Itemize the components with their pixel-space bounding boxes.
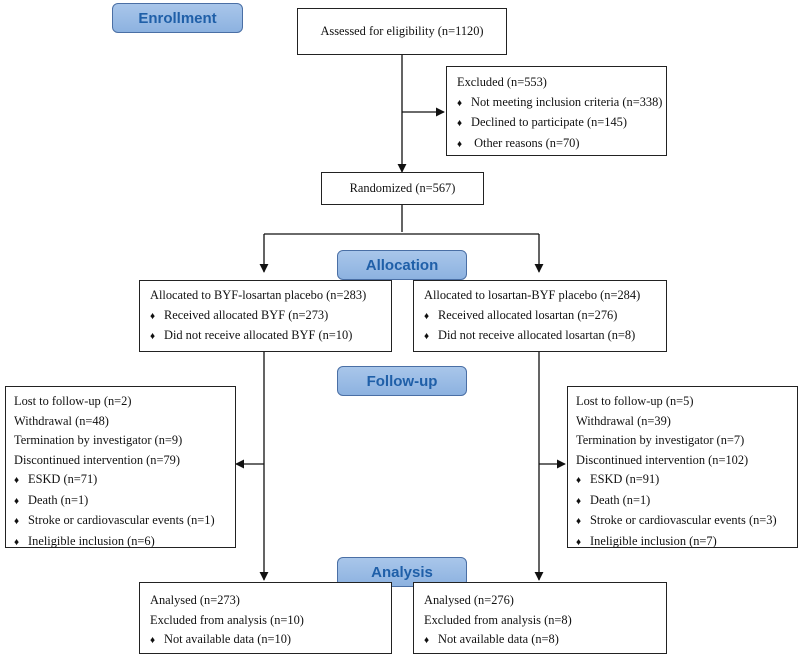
diamond-bullet-icon: ♦	[576, 536, 582, 548]
list-item: ♦Received allocated losartan (n=276)	[424, 306, 666, 327]
diamond-bullet-icon: ♦	[457, 138, 463, 150]
diamond-bullet-icon: ♦	[457, 97, 463, 109]
diamond-bullet-icon: ♦	[424, 331, 430, 342]
excluded-box: Excluded (n=553) ♦Not meeting inclusion …	[446, 66, 667, 156]
diamond-bullet-icon: ♦	[424, 635, 430, 646]
list-item: ♦Ineligible inclusion (n=6)	[14, 532, 235, 553]
list-item: ♦Did not receive allocated BYF (n=10)	[150, 326, 391, 347]
list-item: ♦ESKD (n=91)	[576, 470, 797, 491]
assessed-box: Assessed for eligibility (n=1120)	[297, 8, 507, 55]
list-item: ♦Not available data (n=8)	[424, 630, 666, 651]
diamond-bullet-icon: ♦	[150, 331, 156, 342]
analysis-right-box: Analysed (n=276) Excluded from analysis …	[413, 582, 667, 654]
randomized-box: Randomized (n=567)	[321, 172, 484, 205]
diamond-bullet-icon: ♦	[150, 310, 156, 322]
list-item: ♦Not available data (n=10)	[150, 630, 391, 651]
diamond-bullet-icon: ♦	[424, 310, 430, 322]
diamond-bullet-icon: ♦	[576, 475, 582, 486]
allocation-right-box: Allocated to losartan-BYF placebo (n=284…	[413, 280, 667, 352]
followup-right-box: Lost to follow-up (n=5) Withdrawal (n=39…	[567, 386, 798, 548]
allocation-right-title: Allocated to losartan-BYF placebo (n=284…	[424, 288, 641, 302]
list-item: ♦Received allocated BYF (n=273)	[150, 306, 391, 327]
allocation-left-box: Allocated to BYF-losartan placebo (n=283…	[139, 280, 392, 352]
list-item: ♦Death (n=1)	[14, 491, 235, 512]
diamond-bullet-icon: ♦	[576, 495, 582, 507]
list-item: ♦Did not receive allocated losartan (n=8…	[424, 326, 666, 347]
allocation-left-title: Allocated to BYF-losartan placebo (n=283…	[150, 288, 367, 302]
diamond-bullet-icon: ♦	[14, 495, 20, 507]
list-item: ♦Death (n=1)	[576, 491, 797, 512]
excluded-title: Excluded (n=553)	[457, 75, 547, 89]
diamond-bullet-icon: ♦	[14, 536, 20, 548]
diamond-bullet-icon: ♦	[14, 516, 20, 527]
diamond-bullet-icon: ♦	[457, 118, 463, 129]
diamond-bullet-icon: ♦	[576, 516, 582, 527]
stage-allocation: Allocation	[337, 250, 467, 280]
list-item: ♦Ineligible inclusion (n=7)	[576, 532, 797, 553]
list-item: ♦ Other reasons (n=70)	[457, 134, 666, 155]
list-item: ♦Stroke or cardiovascular events (n=3)	[576, 511, 797, 532]
followup-left-box: Lost to follow-up (n=2) Withdrawal (n=48…	[5, 386, 236, 548]
list-item: ♦ESKD (n=71)	[14, 470, 235, 491]
diamond-bullet-icon: ♦	[150, 635, 156, 646]
stage-enrollment: Enrollment	[112, 3, 243, 33]
list-item: ♦Not meeting inclusion criteria (n=338)	[457, 93, 666, 114]
list-item: ♦Stroke or cardiovascular events (n=1)	[14, 511, 235, 532]
analysis-left-box: Analysed (n=273) Excluded from analysis …	[139, 582, 392, 654]
list-item: ♦Declined to participate (n=145)	[457, 113, 666, 134]
stage-followup: Follow-up	[337, 366, 467, 396]
diamond-bullet-icon: ♦	[14, 475, 20, 486]
